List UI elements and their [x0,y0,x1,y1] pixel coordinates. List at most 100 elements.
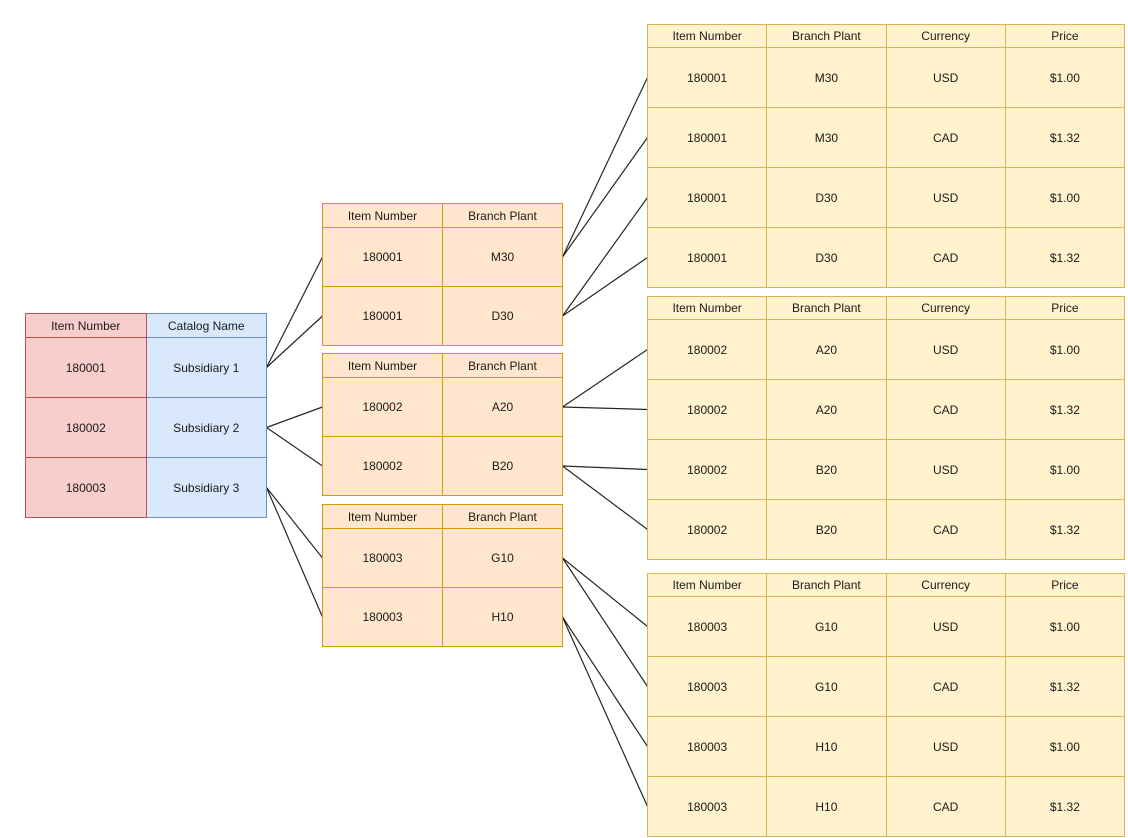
data-cell: $1.32 [1004,499,1126,560]
data-cell: A20 [442,377,563,437]
data-cell: M30 [766,47,887,108]
data-cell: 180002 [322,436,443,496]
data-cell: H10 [442,587,563,647]
column-header-cell: Item Number [25,313,147,338]
data-cell: $1.32 [1004,107,1126,168]
data-cell: USD [885,167,1006,228]
column-header-cell: Branch Plant [766,24,887,48]
connector-line [562,406,648,411]
connector-line [266,315,323,368]
data-cell: A20 [766,319,887,380]
data-cell: D30 [442,286,563,346]
data-cell: Subsidiary 1 [145,337,267,398]
data-cell: USD [885,47,1006,108]
data-cell: 180003 [322,587,443,647]
connector-line [562,257,648,317]
connector-line [561,616,649,747]
column-header-cell: Item Number [322,203,443,228]
column-header-cell: Currency [885,24,1006,48]
data-cell: M30 [766,107,887,168]
connector-line [265,487,324,618]
data-cell: $1.32 [1004,227,1126,288]
data-cell: 180002 [646,439,768,500]
data-cell: CAD [885,227,1006,288]
data-cell: 180003 [646,656,768,717]
connector-line [266,427,323,467]
data-cell: H10 [766,716,887,777]
data-cell: $1.00 [1004,716,1126,777]
data-cell: 180001 [646,227,768,288]
data-cell: CAD [885,499,1006,560]
data-cell: 180001 [646,107,768,168]
column-header-cell: Price [1004,573,1126,597]
column-header-cell: Item Number [646,296,768,320]
data-cell: 180003 [322,528,443,588]
column-header-cell: Price [1004,24,1126,48]
data-cell: 180001 [322,286,443,346]
column-header-cell: Item Number [646,573,768,597]
data-cell: $1.00 [1004,596,1126,657]
data-cell: Subsidiary 2 [145,397,267,458]
column-header-cell: Branch Plant [766,296,887,320]
data-cell: 180002 [25,397,147,458]
connector-line [562,197,648,317]
data-cell: CAD [885,107,1006,168]
column-header-cell: Branch Plant [442,353,563,378]
connector-line [562,137,648,258]
data-cell: G10 [442,528,563,588]
connector-line [562,349,648,408]
data-cell: $1.32 [1004,656,1126,717]
column-header-cell: Catalog Name [145,313,267,338]
connector-line [562,465,648,471]
data-cell: G10 [766,596,887,657]
data-cell: G10 [766,656,887,717]
data-cell: 180002 [646,499,768,560]
connector-line [266,487,323,559]
data-cell: Subsidiary 3 [145,457,267,518]
data-cell: $1.00 [1004,167,1126,228]
data-cell: 180001 [322,227,443,287]
column-header-cell: Branch Plant [442,203,563,228]
data-cell: A20 [766,379,887,440]
column-header-cell: Branch Plant [442,504,563,529]
data-cell: 180002 [646,319,768,380]
column-header-cell: Item Number [322,353,443,378]
data-cell: M30 [442,227,563,287]
data-cell: $1.00 [1004,47,1126,108]
data-cell: $1.32 [1004,379,1126,440]
data-cell: B20 [442,436,563,496]
connector-line [561,557,649,687]
column-header-cell: Item Number [646,24,768,48]
data-cell: 180002 [646,379,768,440]
data-cell: $1.00 [1004,439,1126,500]
data-cell: D30 [766,227,887,288]
